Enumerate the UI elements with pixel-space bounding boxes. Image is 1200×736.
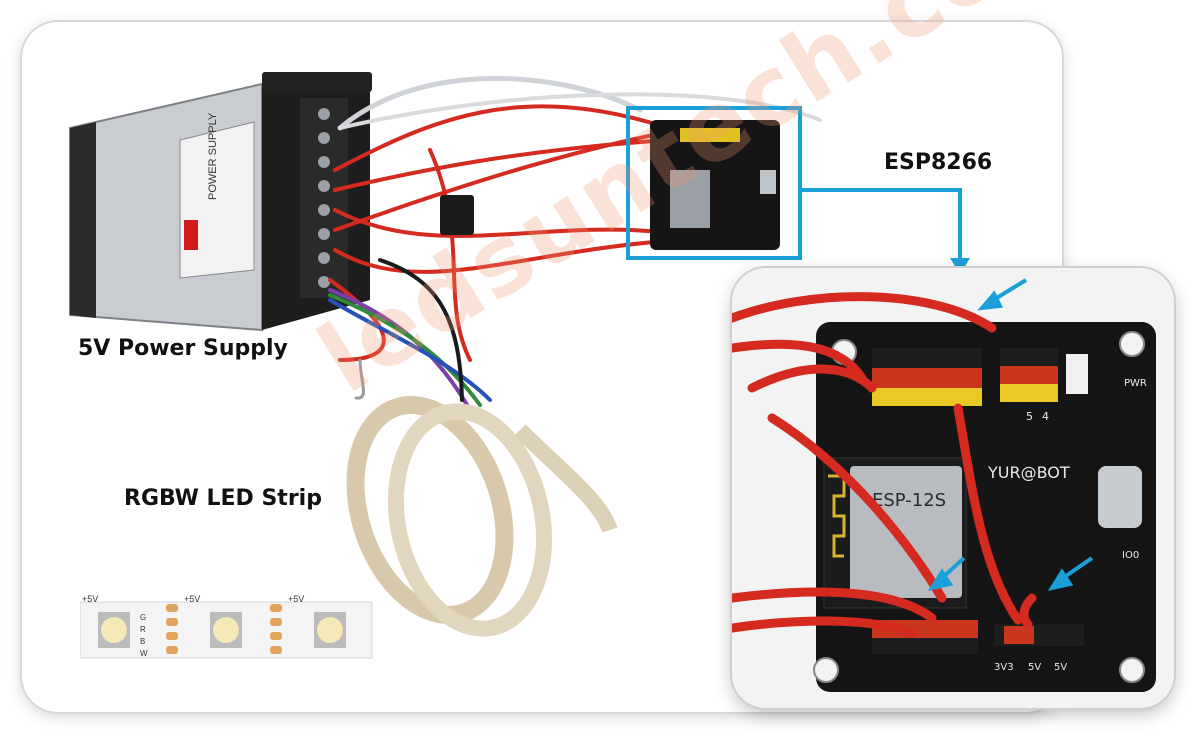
- strip-closeup: +5V +5V +5V G R B W: [80, 594, 373, 659]
- strip-pad-g: G: [140, 613, 146, 622]
- pwr-label: PWR: [1124, 378, 1147, 389]
- strip-pad-r: R: [140, 625, 146, 634]
- connector-arrow: [950, 258, 970, 274]
- power-supply: POWER SUPPLY: [69, 72, 372, 332]
- led-strip-coil: [346, 396, 618, 637]
- zoom-card: ESP-12S YUR@BOT 5 4 PWR IO0 3V3 5V 5V: [732, 268, 1174, 708]
- pin-label: 5: [1026, 410, 1033, 423]
- pin-label: 4: [1042, 410, 1049, 423]
- zoom-wires: [732, 292, 1037, 638]
- led-chip: [98, 612, 130, 648]
- power-supply-title: POWER SUPPLY: [207, 112, 219, 200]
- led-chip: [314, 612, 346, 648]
- pin-label: 3V3: [994, 662, 1014, 673]
- power-supply-label: 5V Power Supply: [78, 336, 288, 361]
- strip-pad-label: +5V: [288, 594, 304, 604]
- strip-pad-w: W: [140, 649, 148, 658]
- led-chip: [210, 612, 242, 648]
- pin-label: 5V: [1054, 662, 1067, 673]
- module-name: ESP-12S: [872, 490, 946, 511]
- strip-pad-b: B: [140, 637, 145, 646]
- io0-label: IO0: [1122, 550, 1139, 561]
- led-strip-label: RGBW LED Strip: [124, 486, 322, 511]
- highlight-frame: [626, 106, 962, 262]
- esp-board-zoom: ESP-12S YUR@BOT 5 4 PWR IO0 3V3 5V 5V: [732, 268, 1174, 708]
- esp-board-photo: [650, 120, 780, 250]
- strip-pad-label: +5V: [184, 594, 200, 604]
- strip-pad-label: +5V: [82, 594, 98, 604]
- pointer-arrows: [927, 278, 1094, 591]
- usb-c-port: [1098, 466, 1142, 528]
- pin-label: 5V: [1028, 662, 1041, 673]
- board-brand: YUR@BOT: [987, 463, 1070, 482]
- pin-header-top: [872, 348, 1088, 406]
- controller-label: ESP8266: [884, 150, 993, 175]
